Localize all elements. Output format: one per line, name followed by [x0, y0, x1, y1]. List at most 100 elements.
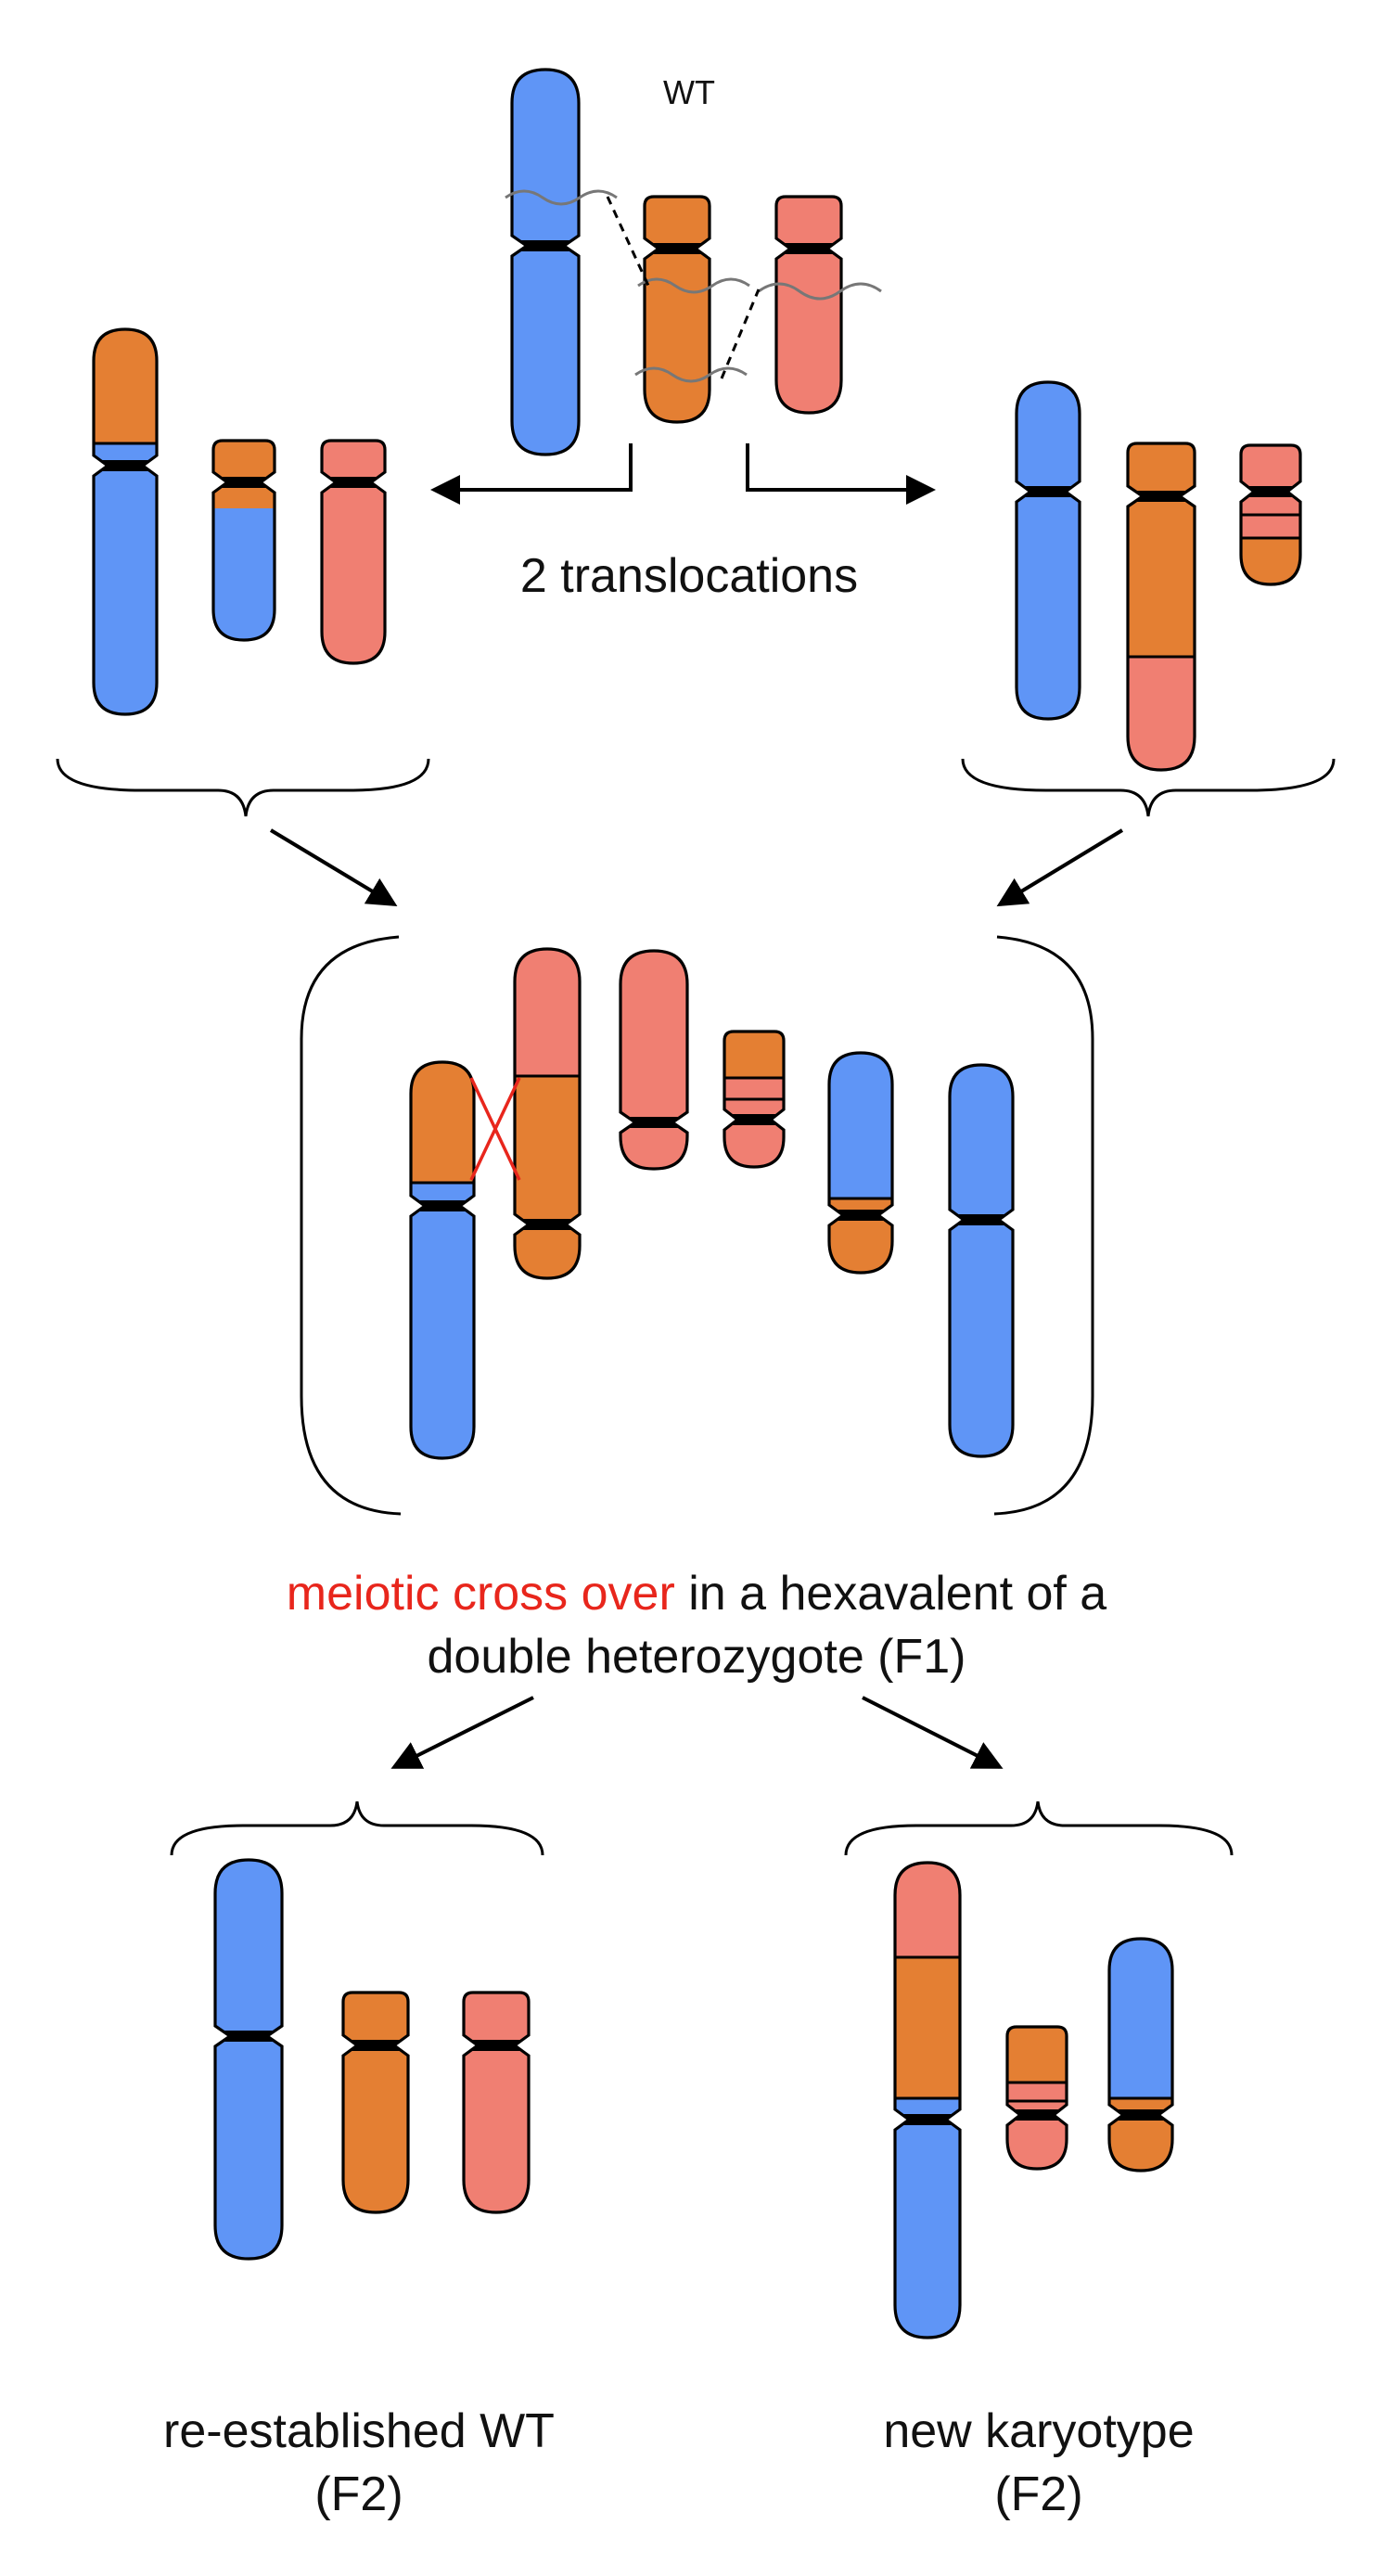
- hex-chromosome-salmon-orange-segment-2: [515, 1076, 580, 1278]
- right-chromosome-orange-salmon-segment-1: [1128, 443, 1195, 657]
- hex-chromosome-salmon-orange-segment-1: [515, 949, 580, 1076]
- brace-right-group: [961, 758, 1336, 817]
- wt-chromosome-orange-centromere: [645, 243, 710, 254]
- right-chromosome-orange-salmon: [1126, 442, 1196, 772]
- wt-chromosome-salmon-centromere: [776, 243, 841, 254]
- hex-chromosome-blue-centromere: [950, 1214, 1013, 1225]
- arrow-to-new-karyotype: [862, 1696, 1004, 1769]
- wt2-chromosome-salmon: [462, 1991, 531, 2214]
- re-established-wt-label-line2: (F2): [314, 2467, 403, 2521]
- breakpoint-wave-orange-upper: [637, 277, 750, 294]
- hex-chromosome-orange-salmon: [723, 1030, 786, 1169]
- crossover-caption-line1: meiotic cross over in a hexavalent of a: [287, 1567, 1107, 1621]
- left-chromosome-blue-orange-centromere: [94, 460, 157, 471]
- left-chromosome-salmon-segment-1: [322, 441, 385, 663]
- left-chromosome-blue-orange-segment-1: [94, 329, 157, 443]
- new-chromosome-salmon-orange-blue-segment-1: [895, 1863, 960, 1957]
- left-chromosome-blue-orange-segment-2: [94, 443, 157, 714]
- wt2-chromosome-blue-centromere: [215, 2031, 282, 2042]
- new-chromosome-orange-salmon: [1005, 2025, 1068, 2171]
- hex-chromosome-blue-orange: [409, 1060, 476, 1460]
- hex-chromosome-salmon-segment-1: [620, 951, 687, 1169]
- crossover-caption-line2: double heterozygote (F1): [427, 1630, 966, 1684]
- translocation-arrows: [430, 443, 936, 505]
- wt2-chromosome-orange: [341, 1991, 410, 2214]
- wt-label: WT: [663, 73, 715, 111]
- right-chromosome-orange-salmon-segment-2: [1128, 657, 1195, 770]
- hex-chromosome-blue-orange-2-segment-1: [829, 1053, 892, 1198]
- brace-new-karyotype: [844, 1801, 1234, 1856]
- right-chromosome-salmon-orange-segment-2: [1241, 538, 1300, 584]
- breakpoint-wave-salmon: [758, 282, 882, 301]
- left-chromosome-blue-orange: [92, 327, 159, 716]
- wt2-chromosome-orange-centromere: [343, 2040, 408, 2051]
- wt2-chromosome-blue-segment-1: [215, 1860, 282, 2259]
- hex-chromosome-salmon: [619, 949, 689, 1171]
- right-chromosome-blue-centromere: [1017, 486, 1080, 497]
- arrow-to-right-group: [746, 443, 936, 505]
- left-chromosome-orange-blue-segment-1: [213, 441, 275, 508]
- new-chromosome-orange-salmon-centromere: [1007, 2109, 1067, 2121]
- paren-right: [993, 935, 1094, 1516]
- new-chromosome-blue-orange-segment-1: [1109, 1939, 1172, 2098]
- right-chromosome-blue-segment-1: [1017, 382, 1080, 719]
- hex-chromosome-blue-orange-segment-2: [411, 1183, 474, 1458]
- new-chromosome-salmon-orange-blue-segment-2: [895, 1957, 960, 2098]
- wt-chromosome-blue-centromere: [512, 240, 579, 251]
- re-established-wt-label-line1: re-established WT: [163, 2404, 555, 2458]
- hex-chromosome-blue: [948, 1063, 1015, 1458]
- crossover-line-2: [469, 1077, 521, 1181]
- new-chromosome-blue-orange: [1107, 1937, 1174, 2172]
- wt-breakpoint-markers: [505, 189, 882, 383]
- wt-chromosome-salmon: [774, 195, 843, 415]
- breakpoint-link-blue-orange: [606, 196, 651, 288]
- wt-chromosome-blue-segment-1: [512, 70, 579, 455]
- translocations-label: 2 translocations: [520, 549, 858, 603]
- new-chromosome-blue-orange-centromere: [1109, 2109, 1172, 2121]
- new-karyotype-label-line1: new karyotype: [883, 2404, 1194, 2458]
- breakpoint-wave-orange-lower: [634, 366, 748, 383]
- arrow-to-re-established-wt: [390, 1696, 534, 1769]
- new-chromosome-orange-salmon-segment-1: [1007, 2027, 1067, 2083]
- right-chromosome-orange-salmon-centromere: [1128, 491, 1195, 502]
- brace-left-group: [56, 758, 430, 817]
- hex-chromosome-blue-orange-centromere: [411, 1200, 474, 1211]
- wt2-chromosome-salmon-segment-1: [464, 1993, 529, 2212]
- wt2-chromosome-orange-segment-1: [343, 1993, 408, 2212]
- breakpoint-link-orange-salmon: [720, 288, 761, 379]
- crossover-caption-highlight: meiotic cross over: [287, 1567, 675, 1621]
- hex-chromosome-orange-salmon-segment-1: [724, 1032, 784, 1078]
- wt-chromosome-orange-segment-1: [645, 197, 710, 422]
- hex-chromosome-blue-orange-segment-1: [411, 1062, 474, 1183]
- hex-chromosome-orange-salmon-centromere: [724, 1114, 784, 1125]
- arrow-left-into-hexavalent: [269, 828, 398, 907]
- wt2-chromosome-blue: [213, 1858, 284, 2261]
- new-chromosome-salmon-orange-blue: [893, 1861, 962, 2339]
- new-chromosome-orange-salmon-segment-2: [1007, 2083, 1067, 2169]
- wt-chromosome-salmon-segment-1: [776, 197, 841, 413]
- crossover-caption-rest: in a hexavalent of a: [675, 1567, 1107, 1621]
- new-karyotype-label-line2: (F2): [994, 2467, 1082, 2521]
- hex-chromosome-salmon-orange-centromere: [515, 1219, 580, 1230]
- hex-chromosome-salmon-orange: [513, 947, 582, 1280]
- right-chromosome-salmon-orange-centromere: [1241, 486, 1300, 497]
- hex-chromosome-blue-orange-2: [827, 1051, 894, 1275]
- wt-chromosome-blue: [510, 68, 581, 456]
- left-chromosome-orange-blue-centromere: [213, 477, 275, 488]
- crossover-mark: [469, 1077, 521, 1181]
- hex-chromosome-salmon-centromere: [620, 1117, 687, 1128]
- brace-re-established-wt: [170, 1801, 544, 1856]
- new-chromosome-salmon-orange-blue-centromere: [895, 2114, 960, 2125]
- left-chromosome-salmon-centromere: [322, 477, 385, 488]
- left-chromosome-orange-blue-segment-2: [213, 508, 275, 640]
- hex-chromosome-blue-segment-1: [950, 1065, 1013, 1456]
- left-chromosome-orange-blue: [211, 439, 276, 642]
- chromosomes-layer: [92, 68, 1302, 2339]
- hex-chromosome-blue-orange-2-centromere: [829, 1210, 892, 1221]
- arrow-right-into-hexavalent: [996, 828, 1124, 907]
- wt2-chromosome-salmon-centromere: [464, 2040, 529, 2051]
- paren-left: [300, 935, 402, 1516]
- left-chromosome-salmon: [320, 439, 387, 665]
- breakpoint-wave-blue: [505, 189, 618, 206]
